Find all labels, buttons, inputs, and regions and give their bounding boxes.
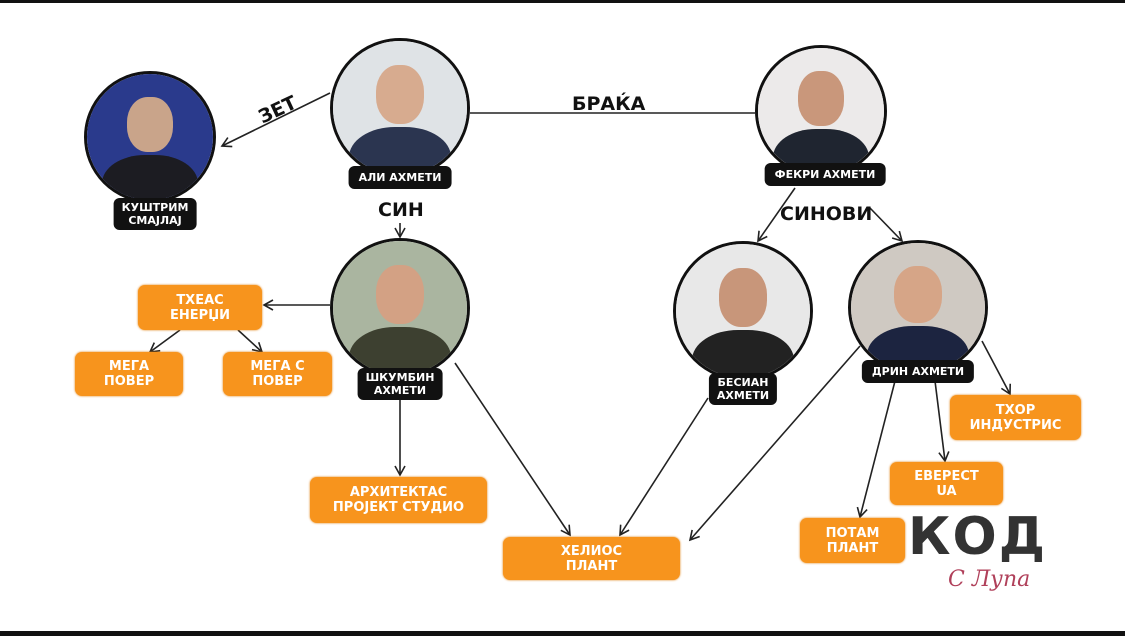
photo-besian	[673, 241, 813, 381]
name-tag-fekri: ФЕКРИ АХМЕТИ	[764, 163, 886, 186]
connector-lines	[148, 92, 1012, 542]
name-tag-ali: АЛИ АХМЕТИ	[348, 166, 452, 189]
logo-main-text: КОД	[908, 507, 1048, 567]
company-line: ЕНЕРЏИ	[170, 307, 230, 323]
name-line: СМАЈЛАЈ	[128, 214, 182, 227]
photo-kushtrim	[84, 71, 216, 203]
name-tag-drin: ДРИН АХМЕТИ	[861, 360, 975, 383]
arrow-theas-megas	[237, 329, 264, 354]
relation-braka: БРАЌА	[572, 93, 646, 115]
company-line: ИНДУСТРИС	[969, 417, 1062, 433]
name-line: АХМЕТИ	[716, 389, 770, 402]
company-line: МЕГА	[108, 359, 150, 374]
arrow-fekri-besian	[757, 187, 796, 243]
company-line: ХЕЛИОС	[560, 543, 623, 559]
company-line: ПЛАНТ	[826, 540, 879, 556]
arrow-drin-everest	[934, 380, 950, 463]
relation-sinovi: СИНОВИ	[780, 203, 873, 225]
name-line: ДРИН АХМЕТИ	[871, 365, 965, 378]
arrow-shkumbin-helios	[454, 362, 571, 537]
company-line: ПЛАНТ	[565, 558, 618, 574]
arrow-fekri-drin	[869, 207, 904, 243]
arrow-drin-helios	[688, 345, 861, 542]
name-line: АЛИ АХМЕТИ	[358, 171, 442, 184]
company-line: ТХЕАС	[176, 292, 224, 308]
photo-ali	[330, 38, 470, 178]
name-line: ШКУМБИН	[365, 371, 435, 384]
photo-fekri	[755, 45, 887, 177]
kod-logo: КОД С Лупа	[908, 511, 1068, 601]
name-line: ФЕКРИ АХМЕТИ	[774, 168, 876, 181]
company-line: АРХИТЕКТАС	[349, 485, 448, 500]
arrow-theas-mega	[148, 329, 181, 353]
name-line: КУШТРИМ	[121, 201, 189, 214]
relation-sin: СИН	[378, 199, 424, 221]
company-line: ТХОР	[995, 402, 1036, 418]
company-line: ПОТАМ	[825, 525, 880, 541]
photo-drin	[848, 240, 988, 375]
name-line: АХМЕТИ	[373, 384, 427, 397]
company-line: ПРОЈЕКТ СТУДИО	[332, 500, 465, 515]
name-line: БЕСИАН	[717, 376, 769, 389]
company-line: UA	[936, 483, 957, 499]
arrow-besian-helios	[619, 397, 709, 537]
company-line: ПОВЕР	[252, 374, 303, 389]
arrow-drin-thor	[981, 340, 1012, 396]
arrow-drin-potam	[856, 380, 896, 519]
company-line: ЕВЕРЕСТ	[914, 468, 979, 484]
logo-sub-text: С Лупа	[948, 567, 1031, 592]
arrow-ali-kushtrim	[220, 92, 331, 148]
company-line: МЕГА С	[250, 359, 305, 374]
photo-shkumbin	[330, 238, 470, 378]
company-line: ПОВЕР	[103, 374, 155, 389]
